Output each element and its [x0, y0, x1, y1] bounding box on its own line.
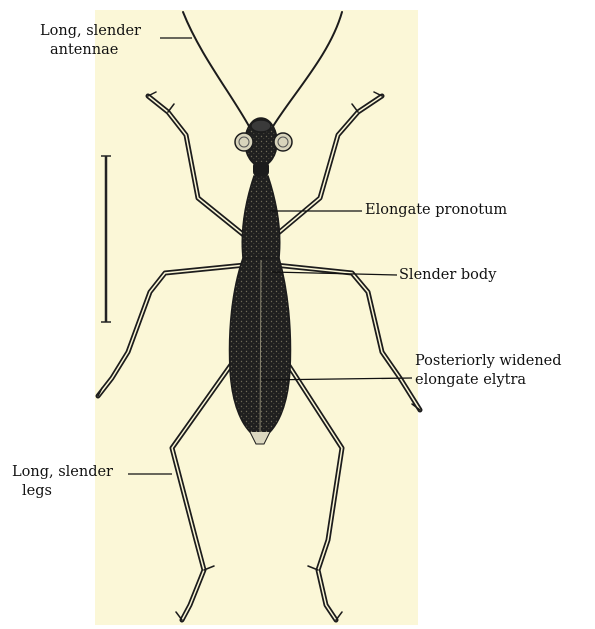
label-pronotum-line1: Elongate pronotum — [365, 201, 507, 220]
right-eye — [274, 133, 292, 151]
label-legs: Long, slender legs — [12, 463, 113, 501]
label-antennae-line2: antennae — [40, 41, 141, 60]
label-legs-line1: Long, slender — [12, 463, 113, 482]
label-body: Slender body — [399, 266, 496, 285]
label-body-line1: Slender body — [399, 266, 496, 285]
label-elytra-line2: elongate elytra — [415, 371, 562, 390]
label-antennae: Long, slender antennae — [40, 22, 141, 60]
label-legs-line2: legs — [12, 482, 113, 501]
label-elytra: Posteriorly widened elongate elytra — [415, 352, 562, 390]
label-elytra-line1: Posteriorly widened — [415, 352, 562, 371]
left-eye — [235, 133, 253, 151]
label-antennae-line1: Long, slender — [40, 22, 141, 41]
label-pronotum: Elongate pronotum — [365, 201, 507, 220]
neck — [253, 162, 269, 176]
